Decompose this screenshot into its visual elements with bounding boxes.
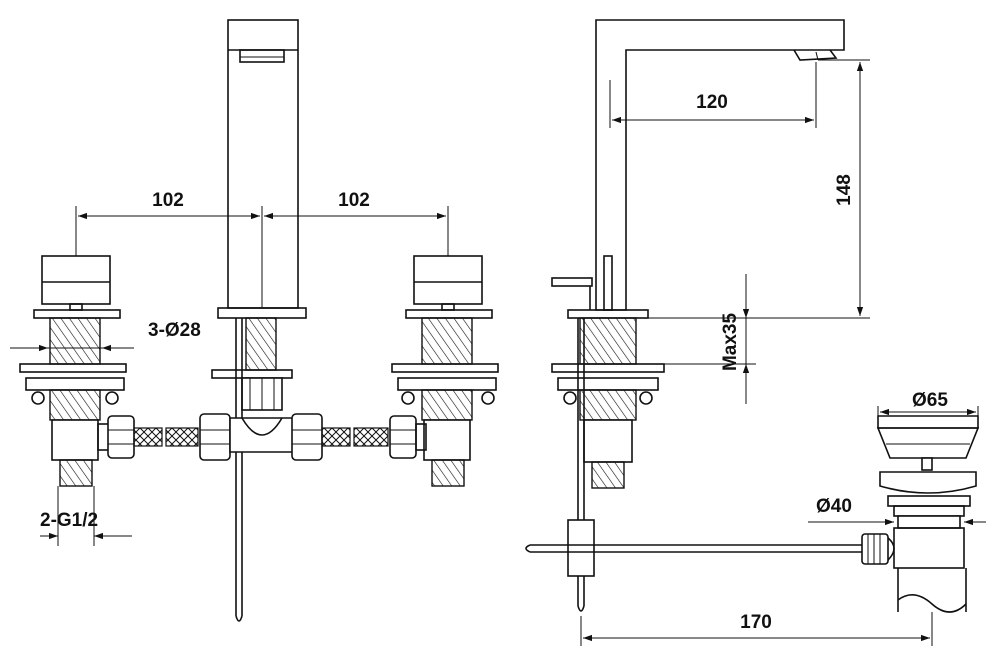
dim-label-spacing-left: 102 — [152, 190, 184, 211]
dim-max-deck — [664, 274, 756, 404]
side-spout — [525, 19, 862, 612]
dim-connection — [40, 486, 132, 546]
dim-label-waste-top: Ø65 — [912, 390, 948, 411]
dim-label-waste-body: Ø40 — [816, 496, 852, 517]
dim-waste-top — [877, 406, 979, 416]
dim-label-spout-reach: 120 — [696, 92, 728, 113]
dim-label-rod-length: 170 — [740, 612, 772, 633]
dim-label-hole-diameter: 3-Ø28 — [148, 320, 201, 341]
dim-handle-spacing — [75, 206, 449, 308]
dim-spout-height — [646, 59, 870, 319]
dim-label-connection: 2-G1/2 — [40, 510, 98, 531]
dim-rod-length — [580, 612, 933, 646]
left-handle-valve — [19, 255, 127, 487]
hose-connections — [97, 413, 427, 461]
right-handle-valve — [391, 255, 499, 487]
popup-waste — [861, 415, 980, 613]
front-view: 102 102 3-Ø28 2-G1/2 — [10, 19, 499, 622]
dim-label-spout-height: 148 — [834, 174, 855, 206]
dim-spout-reach — [609, 62, 817, 128]
spout — [211, 19, 307, 622]
dim-label-max-deck: Max35 — [720, 313, 741, 372]
side-view: 120 148 Max35 Ø65 Ø40 — [525, 19, 986, 646]
dim-label-spacing-right: 102 — [338, 190, 370, 211]
